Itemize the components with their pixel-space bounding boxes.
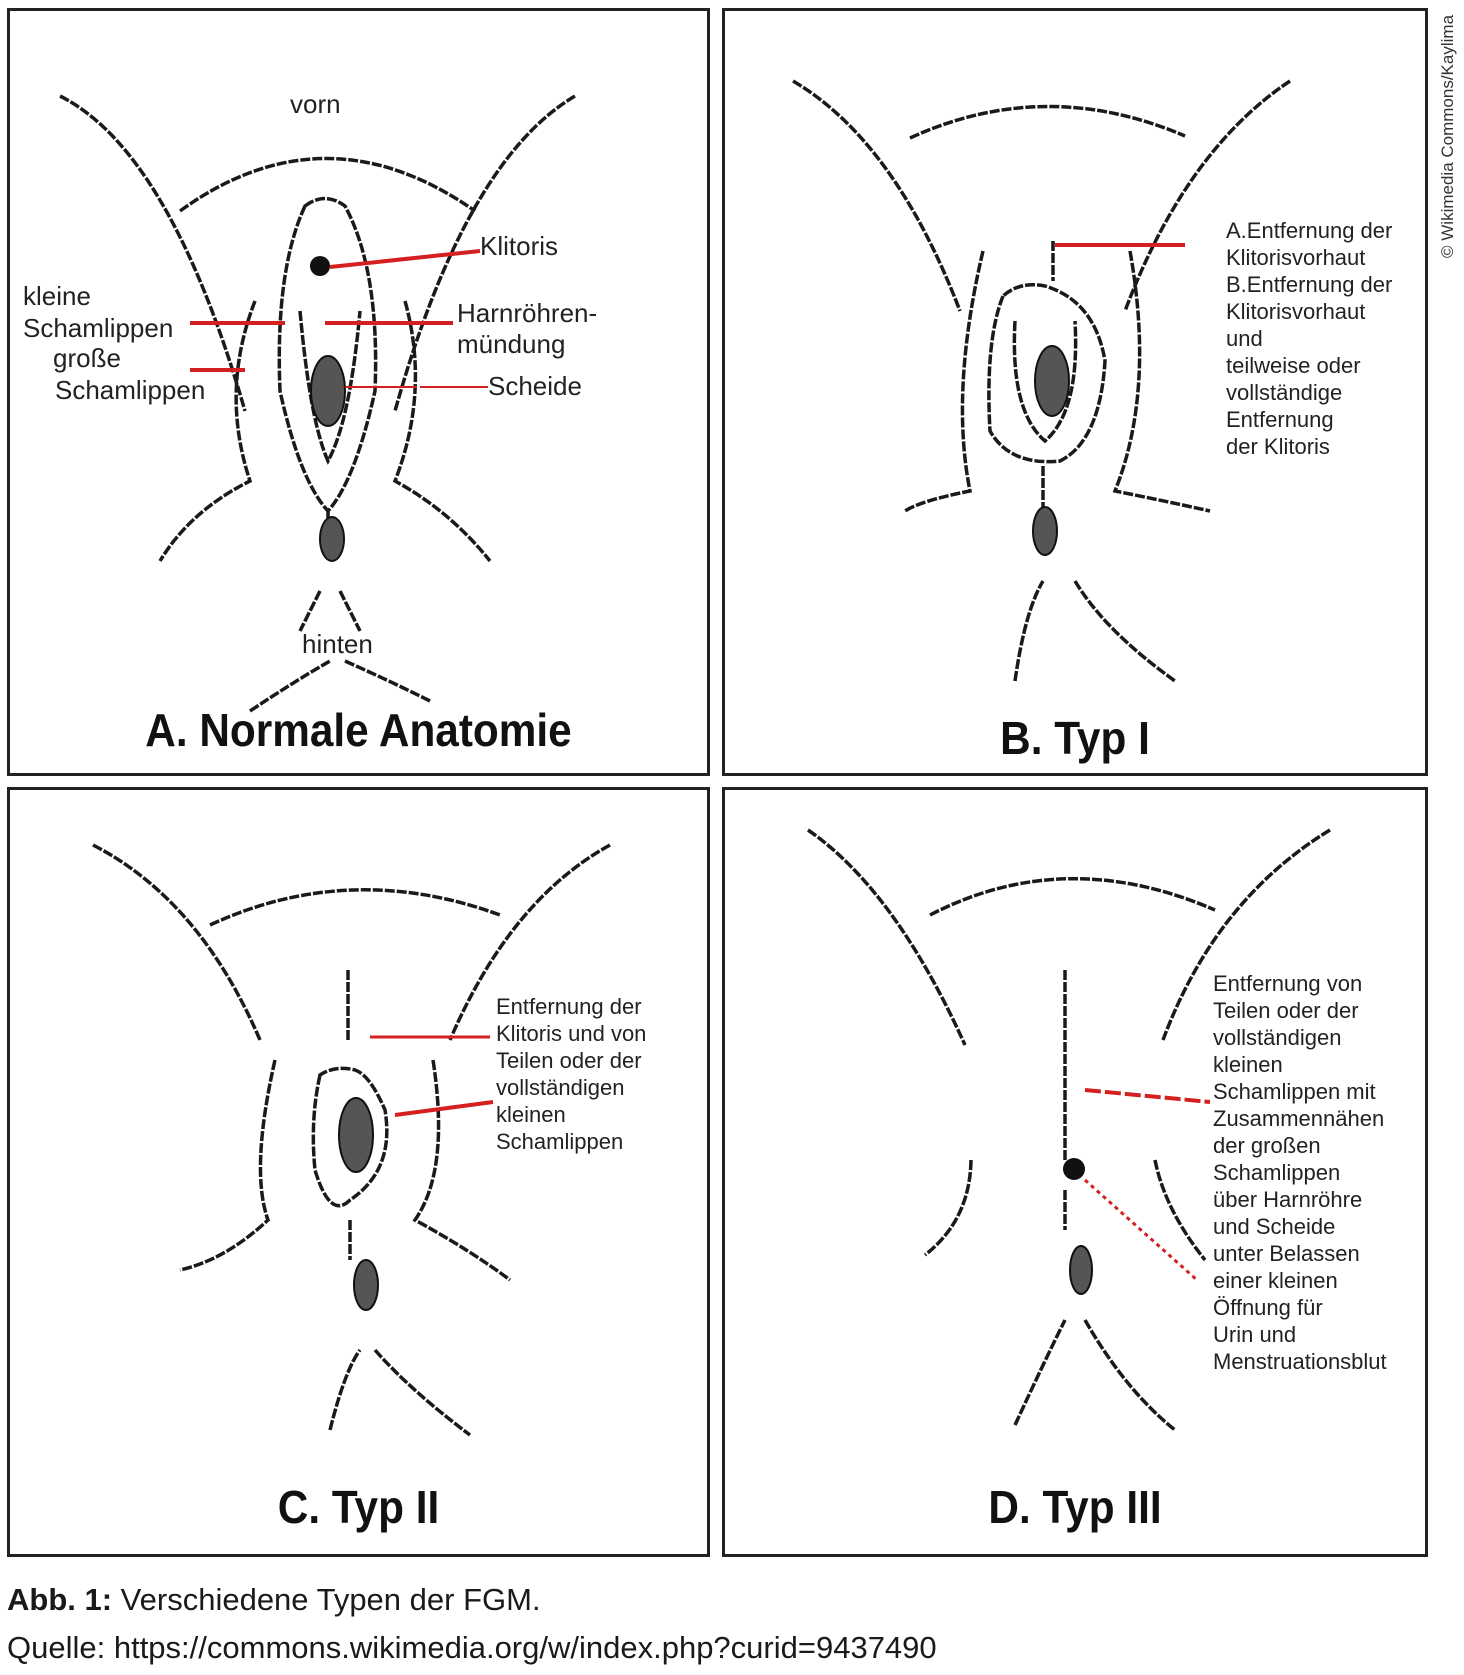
label-kleine-1: kleine (23, 281, 91, 311)
image-credit: © Wikimedia Commons/Kaylima (1438, 14, 1457, 258)
label-grosse-2: Schamlippen (55, 375, 206, 405)
panel-title-a: A. Normale Anatomie (145, 704, 572, 756)
labia-majora-left (923, 1159, 973, 1257)
label-harnroehren: Harnröhren- (457, 298, 598, 328)
pointer-seam (1084, 1088, 1211, 1104)
labia-majora-right (412, 1059, 512, 1282)
labia-minora-outer (277, 196, 378, 514)
thigh-line-right (393, 94, 576, 412)
buttock-left (1013, 580, 1045, 682)
label-grosse-1: große (53, 343, 121, 373)
buttock-right (1083, 1319, 1177, 1432)
anus (319, 516, 345, 562)
buttock-right (1073, 580, 1177, 683)
labia-majora-left (158, 300, 257, 562)
mons-arc (929, 877, 1216, 917)
thigh-line-right (1123, 79, 1291, 312)
mons-arc (178, 156, 477, 213)
panel-title-c: C. Typ II (277, 1481, 440, 1533)
vaginal-opening (1034, 345, 1070, 417)
figure-label: Abb. 1: (7, 1582, 113, 1617)
thigh-line-left (792, 79, 962, 312)
label-kleine-2: Schamlippen (23, 313, 174, 343)
labia-minora-outer (987, 283, 1107, 464)
clitoris-mark (310, 256, 330, 276)
vaginal-opening (310, 355, 346, 427)
labia-majora-left (179, 1059, 277, 1272)
anatomy-drawing-type-1 (792, 79, 1291, 683)
panel-normal-anatomy: vorn Klitoris kleine Schamlippen große S… (7, 8, 710, 776)
panel-type-1: A.Entfernung der Klitorisvorhaut B.Entfe… (722, 8, 1428, 776)
buttock-left (1013, 1319, 1067, 1426)
label-muendung: mündung (457, 329, 566, 359)
panel-type-3: Entfernung von Teilen oder der vollständ… (722, 787, 1428, 1557)
thigh-line-right (1161, 828, 1331, 1041)
anus (1032, 506, 1058, 556)
figure-caption-text: Verschiedene Typen der FGM. (112, 1582, 541, 1617)
anatomy-drawing-type-3 (807, 828, 1331, 1432)
mons-arc (909, 104, 1186, 140)
description-type-3: Entfernung von Teilen oder der vollständ… (1213, 971, 1387, 1374)
description-type-2: Entfernung der Klitoris und von Teilen o… (496, 994, 647, 1154)
thigh-line-left (59, 94, 247, 412)
labia-majora-right (1112, 250, 1211, 513)
anus (1069, 1245, 1093, 1295)
labia-majora-left (904, 250, 985, 513)
labia-outer (311, 1066, 389, 1208)
thigh-line-left (807, 828, 967, 1046)
pointer-opening (1084, 1178, 1198, 1282)
panel-title-b: B. Typ I (1000, 712, 1150, 764)
anus (353, 1259, 379, 1311)
buttock-right (373, 1348, 472, 1437)
anatomy-drawing-normal (59, 94, 576, 713)
anal-fold-right (338, 590, 362, 632)
pointer-labia-minora (394, 1100, 494, 1117)
label-vorn: vorn (290, 89, 341, 119)
thigh-line-right (448, 843, 611, 1041)
residual-opening (1063, 1158, 1085, 1180)
pointer-klitoris (329, 249, 481, 269)
buttock-left (249, 659, 331, 713)
vaginal-opening (338, 1097, 374, 1173)
vestibule (298, 310, 362, 465)
label-hinten: hinten (302, 629, 373, 659)
buttock-left (328, 1348, 362, 1431)
description-type-1: A.Entfernung der Klitorisvorhaut B.Entfe… (1226, 218, 1393, 459)
labia-majora-right (1153, 1159, 1207, 1262)
panel-type-2: Entfernung der Klitoris und von Teilen o… (7, 787, 710, 1557)
labia-majora-right (392, 300, 492, 563)
figure-source: Quelle: https://commons.wikimedia.org/w/… (7, 1630, 937, 1665)
panel-title-d: D. Typ III (988, 1481, 1162, 1533)
buttock-right (344, 659, 431, 703)
label-scheide: Scheide (488, 371, 582, 401)
anatomy-drawing-type-2 (92, 843, 611, 1437)
figure-caption: Abb. 1: Verschiedene Typen der FGM. (7, 1582, 541, 1618)
mons-arc (209, 888, 501, 927)
label-klitoris: Klitoris (480, 231, 559, 261)
labia-minora-inner (1012, 320, 1078, 444)
thigh-line-left (92, 843, 262, 1041)
anal-fold-left (298, 590, 322, 632)
